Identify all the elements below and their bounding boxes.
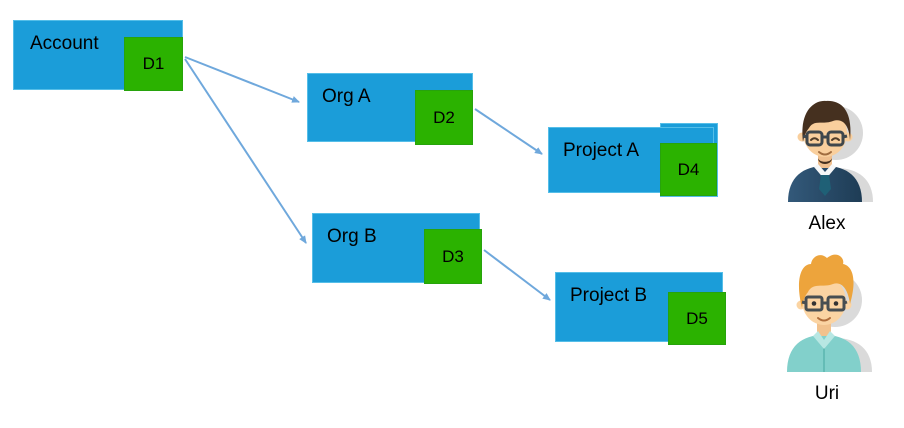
doc-badge-d5: D5 — [668, 292, 726, 345]
user-card-alex: Alex — [779, 90, 875, 235]
node-project-a-label: Project A — [563, 140, 640, 161]
node-project-b-label: Project B — [570, 285, 648, 306]
doc-badge-d4: D4 — [660, 143, 717, 196]
node-org-b-label: Org B — [327, 226, 377, 247]
arrow-org-b-to-project-b — [483, 249, 551, 301]
doc-badge-d4-label: D4 — [677, 159, 700, 179]
arrow-account-to-org-a — [184, 56, 300, 103]
arrow-account-to-org-b — [184, 58, 307, 244]
doc-badge-d3: D3 — [424, 229, 482, 284]
arrow-org-a-to-project-a — [474, 108, 543, 155]
doc-badge-d1-label: D1 — [142, 54, 165, 73]
user-card-uri: Uri — [779, 246, 875, 405]
node-account-label: Account — [30, 33, 99, 54]
doc-badge-d2: D2 — [415, 90, 473, 145]
doc-badge-d3-label: D3 — [442, 246, 464, 266]
doc-badge-d1: D1 — [124, 37, 183, 91]
doc-badge-d2-label: D2 — [433, 107, 455, 127]
avatar-alex — [788, 100, 873, 202]
user-name-uri: Uri — [814, 383, 840, 404]
avatar-uri — [787, 254, 872, 372]
doc-badge-d5-label: D5 — [686, 308, 708, 328]
user-name-alex: Alex — [808, 213, 846, 234]
node-org-a-label: Org A — [322, 86, 371, 107]
